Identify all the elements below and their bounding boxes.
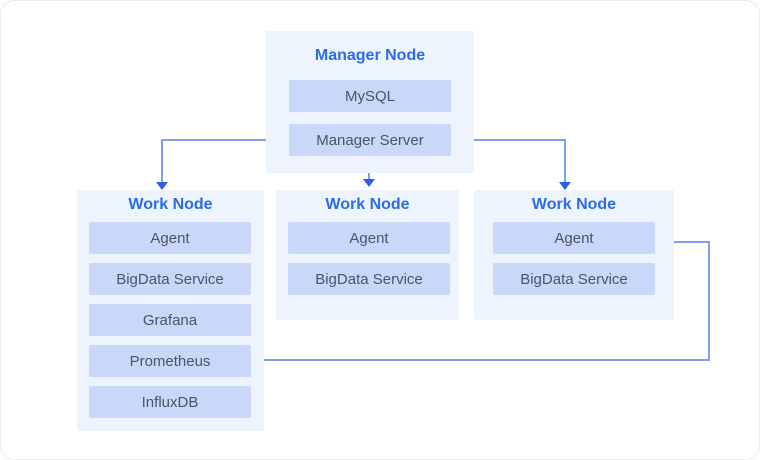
work-node-3-title: Work Node [531,196,617,213]
connector-manager-to-work3 [474,139,566,182]
mysql-box: MySQL [289,80,451,112]
bigdata-service-box-1: BigData Service [89,263,251,295]
work-node-1-title: Work Node [128,196,213,213]
influxdb-box: InfluxDB [89,386,251,418]
connector-manager-to-work1 [161,139,266,182]
manager-server-box: Manager Server [289,124,451,156]
agent-box-2: Agent [288,222,450,254]
bigdata-service-box-3: BigData Service [493,263,655,295]
manager-node-title: Manager Node [314,47,426,64]
grafana-box: Grafana [89,304,251,336]
arrowhead-down-work1 [156,182,168,190]
prometheus-box: Prometheus [89,345,251,377]
agent-box-3: Agent [493,222,655,254]
bigdata-service-box-2: BigData Service [288,263,450,295]
manager-node-panel: Manager Node MySQL Manager Server [266,31,474,173]
arrowhead-down-work2 [363,179,375,187]
work-node-3-panel: Work Node Agent BigData Service [474,190,674,320]
work-node-2-title: Work Node [325,196,410,213]
work-node-2-panel: Work Node Agent BigData Service [276,190,459,320]
agent-box-1: Agent [89,222,251,254]
work-node-1-panel: Work Node Agent BigData Service Grafana … [77,190,264,431]
arrowhead-down-work3 [559,182,571,190]
